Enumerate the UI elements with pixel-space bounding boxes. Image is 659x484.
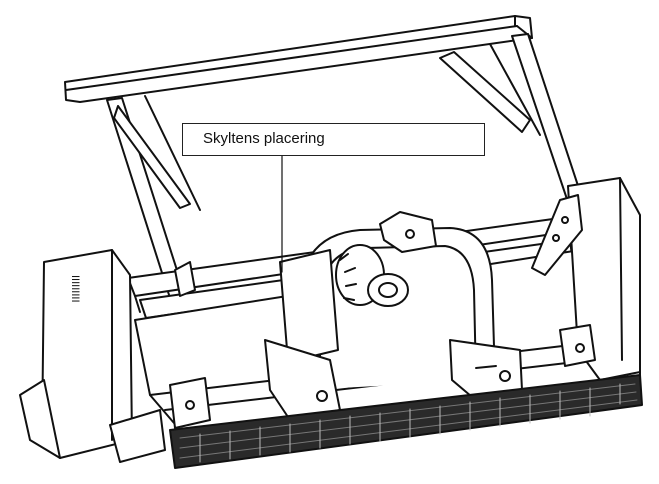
brand-lettering: IIIIIIIII	[69, 275, 81, 303]
callout-text: Skyltens placering	[203, 130, 325, 147]
left-side-plate: IIIIIIIII	[19, 249, 166, 463]
side-brackets	[169, 261, 596, 429]
hitch-frame	[264, 211, 523, 421]
label-position-callout: Skyltens placering	[182, 123, 485, 156]
rotor-teeth	[169, 374, 643, 469]
